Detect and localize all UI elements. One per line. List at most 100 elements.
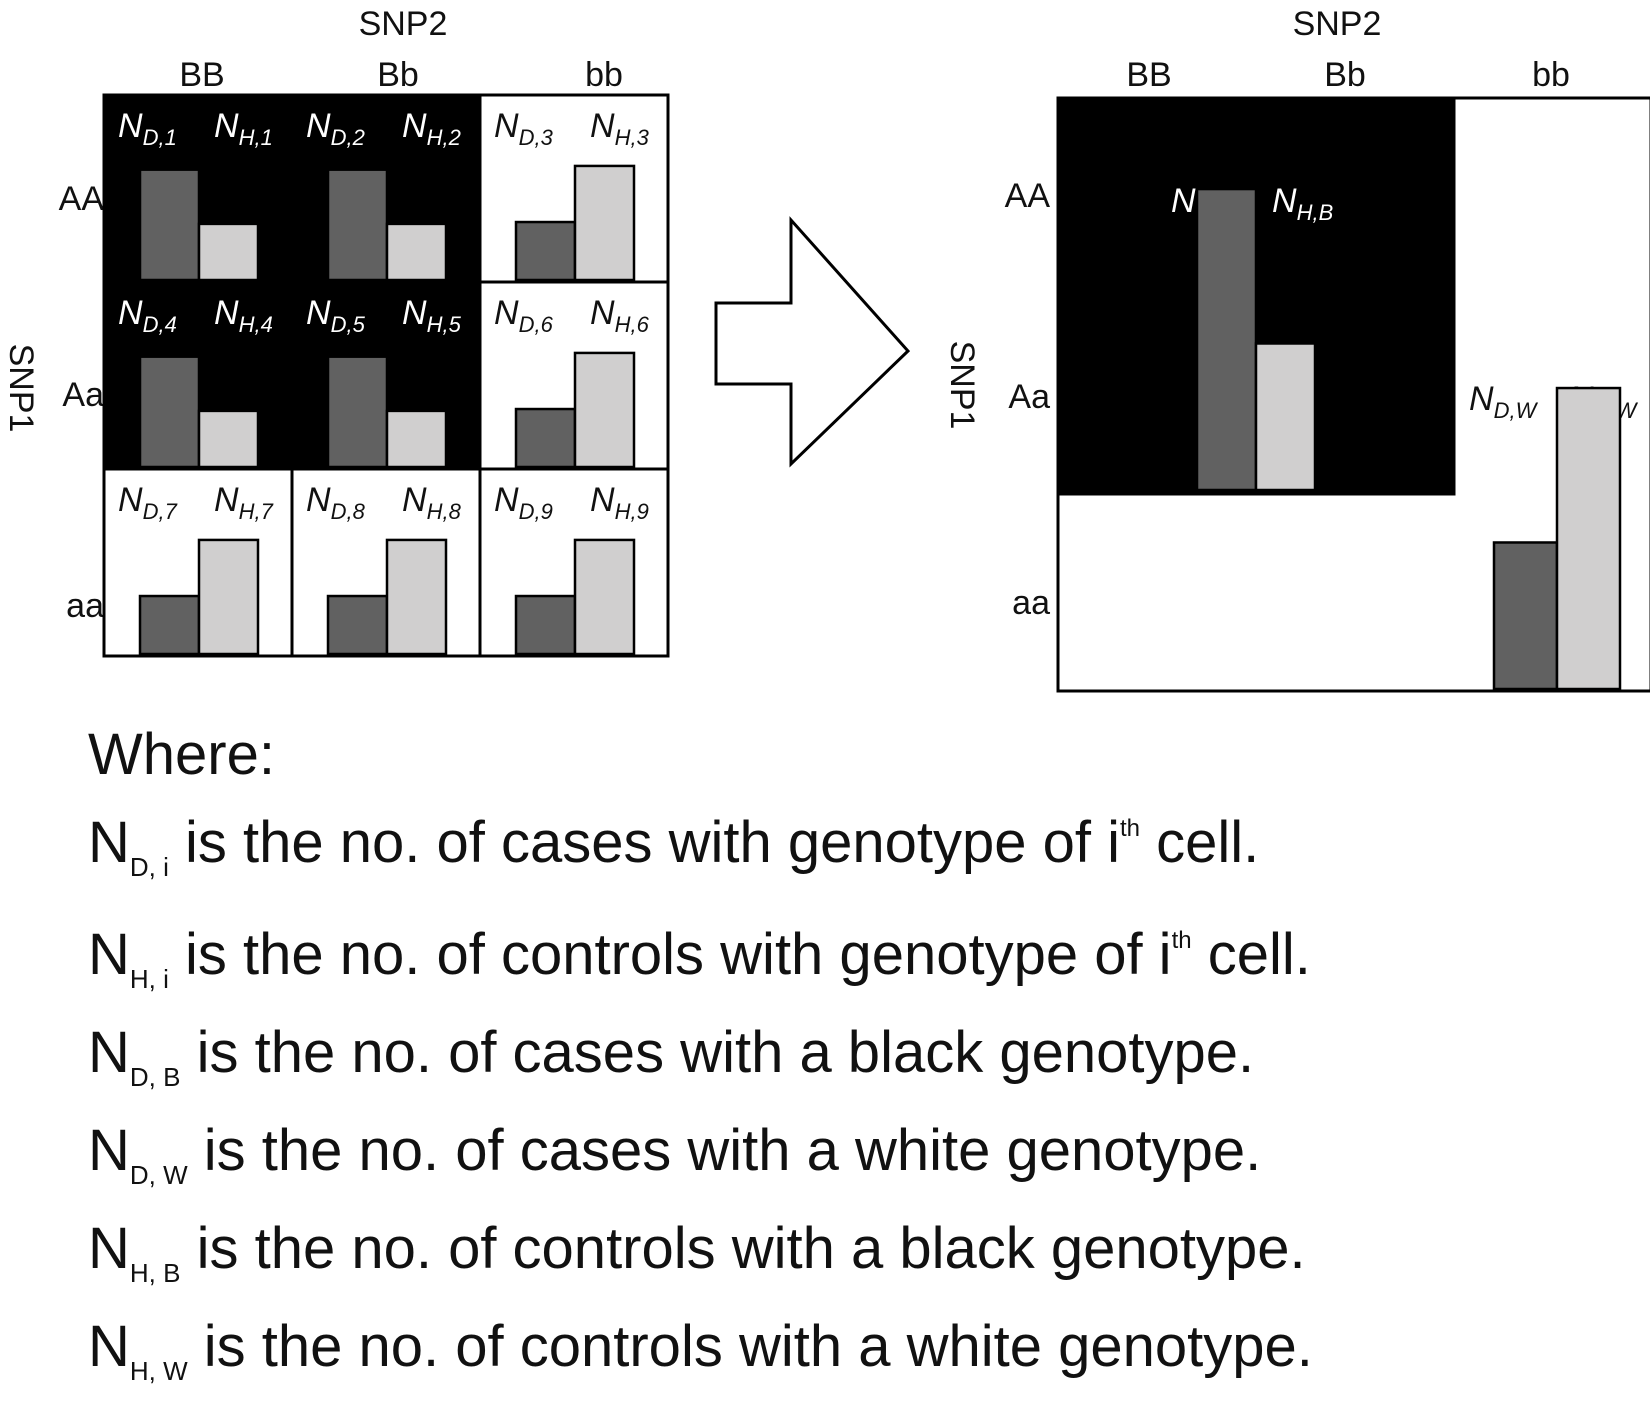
cell-6-case-label-main: N (494, 294, 519, 332)
cell-1-control-label: NH,1 (214, 107, 273, 150)
black-group-control-label-main: N (1272, 182, 1297, 220)
cell-2-control-bar (385, 222, 448, 282)
cell-7-control-label: NH,7 (214, 481, 274, 524)
cell-1-case-label-sub: D,1 (143, 125, 177, 150)
collapse-arrow (714, 216, 911, 468)
legend-item-symbol: N (88, 810, 130, 875)
legend-item-text-end: cell. (1191, 922, 1311, 987)
cell-8-control-label-sub: H,8 (427, 499, 462, 524)
cell-6-control-label-main: N (590, 294, 615, 332)
white-group-case-label-sub: D,W (1494, 398, 1539, 423)
right-snp2-title: SNP2 (1293, 5, 1382, 43)
left-col-label-Bb: Bb (377, 56, 419, 94)
legend-item-4: ND, W is the no. of cases with a white g… (88, 1114, 1313, 1212)
cell-5-case-bar (326, 355, 389, 469)
legend-item-2: NH, i is the no. of controls with genoty… (88, 904, 1313, 1016)
cell-2-case-label-main: N (306, 107, 331, 145)
legend-item-subscript: H, B (129, 1258, 181, 1288)
right-genotype-grid: SNP2 BB Bb bb AA Aa aa SNP1 ND,BNH,BND,W… (943, 5, 1650, 693)
cell-4-case-label: ND,4 (118, 294, 177, 337)
right-row-label-Aa: Aa (1008, 378, 1050, 416)
cell-2-case-label: ND,2 (306, 107, 365, 150)
cell-8-control-bar (385, 538, 448, 656)
cell-3-case-label: ND,3 (494, 107, 554, 150)
cell-5-control-label: NH,5 (402, 294, 462, 337)
black-group-case-bar (1195, 187, 1258, 492)
cell-5-case-label: ND,5 (306, 294, 366, 337)
cell-8-control-label: NH,8 (402, 481, 462, 524)
legend-item-text: is the no. of cases with a black genotyp… (180, 1020, 1255, 1085)
cell-1-control-label-sub: H,1 (239, 125, 273, 150)
cell-9-control-label: NH,9 (590, 481, 649, 524)
legend-item-6: NH, W is the no. of controls with a whit… (88, 1310, 1313, 1408)
right-snp1-title: SNP1 (943, 341, 981, 430)
cell-1-control-bar (197, 222, 260, 282)
legend-item-text: is the no. of controls with a white geno… (187, 1314, 1313, 1379)
cell-3-case-label-sub: D,3 (519, 125, 554, 150)
cell-7-case-label-main: N (118, 481, 143, 519)
cell-3-control-label-main: N (590, 107, 615, 145)
right-grid-content: ND,BNH,BND,WNH,W (1056, 96, 1650, 693)
cell-6-control-label: NH,6 (590, 294, 650, 337)
left-snp2-title: SNP2 (359, 5, 448, 43)
right-row-label-aa: aa (1012, 584, 1050, 622)
left-col-label-BB: BB (179, 56, 224, 94)
right-col-label-BB: BB (1126, 56, 1171, 94)
legend-item-subscript: H, W (129, 1356, 188, 1386)
black-group-control-bar (1254, 342, 1317, 492)
legend-item-text: is the no. of controls with genotype of … (168, 922, 1172, 987)
legend-item-symbol: N (88, 1216, 130, 1281)
right-col-label-Bb: Bb (1324, 56, 1366, 94)
legend-item-text: is the no. of controls with a black geno… (180, 1216, 1306, 1281)
cell-9-case-label: ND,9 (494, 481, 553, 524)
legend-item-text-end: cell. (1140, 810, 1260, 875)
legend-item-symbol: N (88, 1314, 130, 1379)
legend-item-subscript: D, i (129, 852, 169, 882)
legend-item-text: is the no. of cases with genotype of i (168, 810, 1120, 875)
left-snp1-title: SNP1 (2, 344, 40, 433)
cell-9-case-label-sub: D,9 (519, 499, 553, 524)
cell-5-case-label-main: N (306, 294, 331, 332)
right-row-label-AA: AA (1005, 177, 1051, 215)
cell-9-case-label-main: N (494, 481, 519, 519)
cell-4-case-label-sub: D,4 (143, 312, 177, 337)
cell-8-control-label-main: N (402, 481, 427, 519)
cell-6-case-label: ND,6 (494, 294, 554, 337)
legend: Where: ND, i is the no. of cases with ge… (88, 718, 1313, 1408)
cell-1-case-label-main: N (118, 107, 143, 145)
cell-6-control-label-sub: H,6 (615, 312, 650, 337)
cell-3-control-label: NH,3 (590, 107, 650, 150)
cell-4-case-label-main: N (118, 294, 143, 332)
left-row-label-AA: AA (59, 180, 105, 218)
cell-3-case-bar (514, 220, 577, 282)
cell-4-control-bar (197, 409, 260, 469)
left-col-label-bb: bb (585, 56, 623, 94)
cell-8-case-bar (326, 594, 389, 656)
legend-item-subscript: H, i (129, 964, 169, 994)
cell-3-control-label-sub: H,3 (615, 125, 650, 150)
cell-2-control-label-main: N (402, 107, 427, 145)
cell-2-control-label: NH,2 (402, 107, 461, 150)
cell-7-case-label: ND,7 (118, 481, 178, 524)
cell-5-case-label-sub: D,5 (331, 312, 366, 337)
cell-1-control-label-main: N (214, 107, 239, 145)
legend-item-3: ND, B is the no. of cases with a black g… (88, 1016, 1313, 1114)
cell-5-control-bar (385, 409, 448, 469)
left-row-label-aa: aa (66, 587, 104, 625)
left-row-label-Aa: Aa (62, 376, 104, 414)
cell-7-control-label-main: N (214, 481, 239, 519)
black-group-case-label-main: N (1171, 182, 1196, 220)
cell-5-control-label-sub: H,5 (427, 312, 462, 337)
cell-4-control-label-sub: H,4 (239, 312, 273, 337)
cell-1-case-label: ND,1 (118, 107, 177, 150)
legend-item-subscript: D, B (129, 1062, 181, 1092)
legend-item-subscript: D, W (129, 1160, 188, 1190)
cell-7-case-bar (138, 594, 201, 656)
cell-9-control-label-sub: H,9 (615, 499, 649, 524)
black-group-control-label: NH,B (1272, 182, 1333, 225)
cell-7-control-bar (197, 538, 260, 656)
cell-2-control-label-sub: H,2 (427, 125, 461, 150)
legend-item-text: is the no. of cases with a white genotyp… (187, 1118, 1262, 1183)
legend-item-superscript: th (1120, 815, 1141, 842)
